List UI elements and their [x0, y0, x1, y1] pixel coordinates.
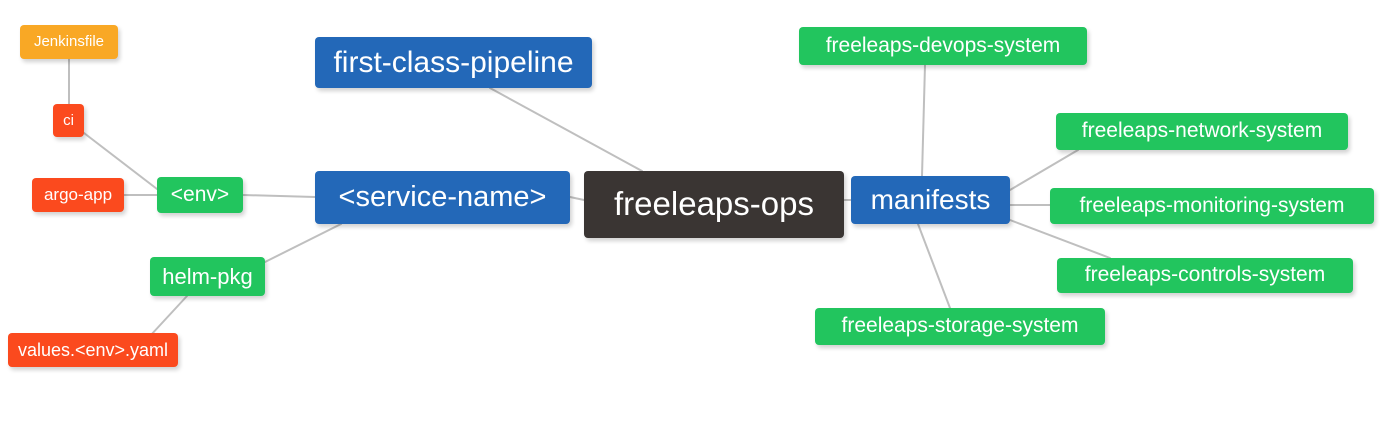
edge-freeleaps-devops-system-to-manifests: [921, 64, 926, 177]
node-argo-app[interactable]: argo-app: [32, 178, 124, 212]
node-label-freeleaps-storage-system: freeleaps-storage-system: [841, 314, 1079, 338]
node-label-ci: ci: [63, 111, 74, 129]
node-label-argo-app: argo-app: [43, 185, 113, 205]
node-freeleaps-ops[interactable]: freeleaps-ops: [584, 171, 844, 238]
node-helm-pkg[interactable]: helm-pkg: [150, 257, 265, 296]
node-label-env: <env>: [170, 182, 230, 206]
edge-values-env-yaml-to-helm-pkg: [149, 295, 188, 337]
node-label-jenkinsfile: Jenkinsfile: [33, 33, 105, 51]
edge-manifests-to-freeleaps-storage-system: [917, 223, 951, 309]
node-freeleaps-monitoring-system[interactable]: freeleaps-monitoring-system: [1050, 188, 1374, 224]
node-freeleaps-network-system[interactable]: freeleaps-network-system: [1056, 113, 1348, 150]
node-label-first-class-pipeline: first-class-pipeline: [333, 45, 574, 79]
edge-first-class-pipeline-to-freeleaps-ops: [489, 87, 643, 172]
node-ci[interactable]: ci: [53, 104, 84, 137]
node-label-freeleaps-ops: freeleaps-ops: [614, 185, 814, 223]
edge-helm-pkg-to-service-name: [264, 223, 342, 263]
node-manifests[interactable]: manifests: [851, 176, 1010, 224]
node-label-freeleaps-network-system: freeleaps-network-system: [1081, 119, 1323, 143]
node-label-manifests: manifests: [870, 184, 991, 216]
node-label-values-env-yaml: values.<env>.yaml: [17, 339, 169, 360]
node-env[interactable]: <env>: [157, 177, 243, 213]
node-jenkinsfile[interactable]: Jenkinsfile: [20, 25, 118, 59]
node-label-helm-pkg: helm-pkg: [162, 263, 253, 289]
node-label-freeleaps-devops-system: freeleaps-devops-system: [825, 33, 1061, 57]
node-service-name[interactable]: <service-name>: [315, 171, 570, 224]
node-first-class-pipeline[interactable]: first-class-pipeline: [315, 37, 592, 88]
node-label-service-name: <service-name>: [338, 181, 547, 214]
node-label-freeleaps-controls-system: freeleaps-controls-system: [1084, 263, 1326, 287]
node-label-freeleaps-monitoring-system: freeleaps-monitoring-system: [1079, 193, 1345, 217]
node-values-env-yaml[interactable]: values.<env>.yaml: [8, 333, 178, 367]
node-freeleaps-devops-system[interactable]: freeleaps-devops-system: [799, 27, 1087, 65]
edge-service-name-to-freeleaps-ops: [569, 196, 585, 201]
edge-manifests-to-freeleaps-network-system: [1009, 149, 1079, 191]
node-freeleaps-controls-system[interactable]: freeleaps-controls-system: [1057, 258, 1353, 293]
edge-manifests-to-freeleaps-controls-system: [1009, 219, 1111, 259]
edge-env-to-service-name: [242, 194, 316, 198]
node-freeleaps-storage-system[interactable]: freeleaps-storage-system: [815, 308, 1105, 345]
